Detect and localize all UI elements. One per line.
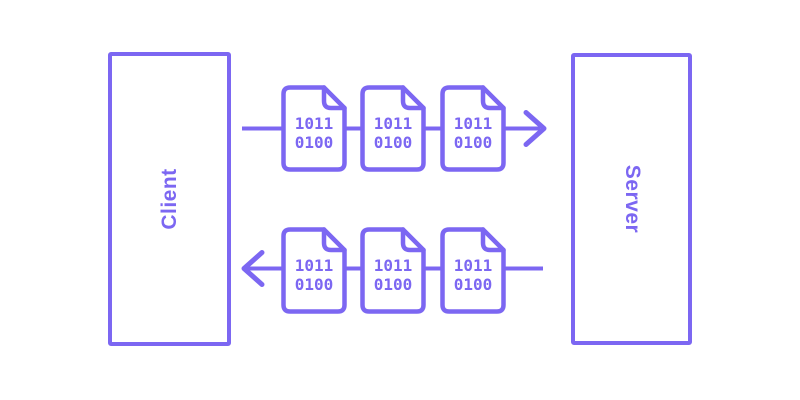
arrow-left-icon bbox=[241, 250, 265, 287]
binary-line: 0100 bbox=[453, 274, 493, 294]
binary-line: 1011 bbox=[373, 113, 413, 133]
binary-line: 0100 bbox=[294, 132, 334, 152]
packet-binary-text: 1011 0100 bbox=[281, 227, 347, 314]
binary-line: 0100 bbox=[294, 274, 334, 294]
document-icon bbox=[281, 227, 347, 314]
server-box: Server bbox=[571, 53, 692, 345]
binary-line: 1011 bbox=[453, 113, 493, 133]
packet-document: 1011 0100 bbox=[281, 85, 347, 172]
binary-line: 1011 bbox=[294, 113, 334, 133]
binary-line: 0100 bbox=[373, 132, 413, 152]
document-icon bbox=[281, 85, 347, 172]
server-label: Server bbox=[620, 164, 644, 234]
document-icon bbox=[360, 227, 426, 314]
binary-line: 0100 bbox=[373, 274, 413, 294]
binary-line: 1011 bbox=[453, 255, 493, 275]
packet-binary-text: 1011 0100 bbox=[440, 227, 506, 314]
document-icon bbox=[440, 227, 506, 314]
packet-document: 1011 0100 bbox=[440, 85, 506, 172]
packet-document: 1011 0100 bbox=[281, 227, 347, 314]
client-box: Client bbox=[108, 52, 231, 346]
packet-binary-text: 1011 0100 bbox=[281, 85, 347, 172]
binary-line: 1011 bbox=[373, 255, 413, 275]
document-icon bbox=[360, 85, 426, 172]
packet-binary-text: 1011 0100 bbox=[360, 227, 426, 314]
binary-line: 1011 bbox=[294, 255, 334, 275]
client-label: Client bbox=[157, 168, 181, 230]
packet-document: 1011 0100 bbox=[360, 85, 426, 172]
binary-line: 0100 bbox=[453, 132, 493, 152]
packet-binary-text: 1011 0100 bbox=[360, 85, 426, 172]
document-icon bbox=[440, 85, 506, 172]
packet-document: 1011 0100 bbox=[440, 227, 506, 314]
packet-binary-text: 1011 0100 bbox=[440, 85, 506, 172]
packet-document: 1011 0100 bbox=[360, 227, 426, 314]
arrow-right-icon bbox=[523, 110, 547, 147]
